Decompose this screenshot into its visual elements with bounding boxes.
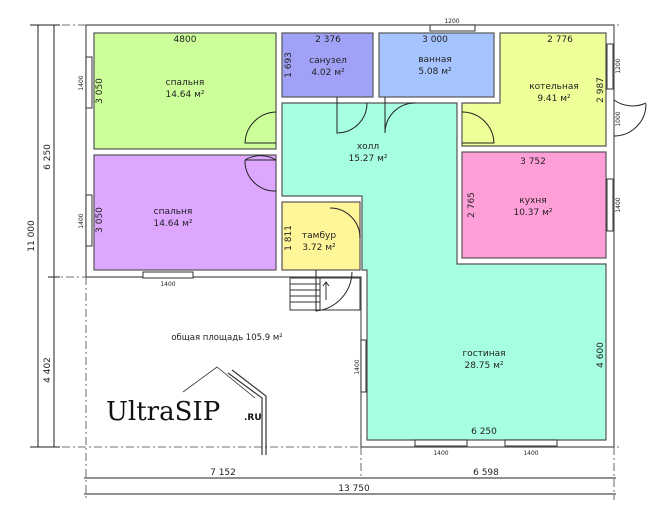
window-size: 1400 xyxy=(615,197,622,212)
room-bath[interactable] xyxy=(378,32,495,98)
room-area: 14.64 м² xyxy=(165,90,204,100)
windows xyxy=(85,24,614,447)
dimension-label: 3 050 xyxy=(95,78,105,104)
doors xyxy=(244,97,647,312)
window-size: 1400 xyxy=(78,213,85,228)
logo-text: UltraSIP xyxy=(106,397,220,427)
dimension-label: 3 752 xyxy=(520,157,546,167)
room-hall-living[interactable] xyxy=(281,102,607,441)
dimension-bottom-right: 6 598 xyxy=(473,468,499,478)
door-size: 1000 xyxy=(615,111,622,126)
room-boiler[interactable] xyxy=(461,32,607,147)
dimension-lines xyxy=(30,24,616,495)
dimension-label: 2 776 xyxy=(547,35,573,45)
room-label: котельная xyxy=(529,82,579,92)
window-size: 1200 xyxy=(444,18,459,25)
room-area: 9.41 м² xyxy=(537,94,571,104)
room-bedroom-1[interactable] xyxy=(93,32,277,150)
dimension-bottom-left: 7 152 xyxy=(210,468,236,478)
dimension-label: 4800 xyxy=(174,35,197,45)
room-area: 3.72 м² xyxy=(302,243,336,253)
dimension-label: 6 250 xyxy=(471,427,497,437)
room-label: холл xyxy=(357,142,379,152)
room-area: 15.27 м² xyxy=(348,154,387,164)
dimension-label: 3 050 xyxy=(95,207,105,233)
dimension-label: 1 693 xyxy=(284,52,294,78)
total-area: общая площадь 105.9 м² xyxy=(171,333,282,343)
room-label: спальня xyxy=(166,78,205,88)
room-area: 4.02 м² xyxy=(311,68,345,78)
room-label: санузел xyxy=(309,56,347,66)
window-size: 1200 xyxy=(615,58,622,73)
dimension-label: 1 811 xyxy=(284,225,294,251)
room-label: ванная xyxy=(418,55,452,65)
room-bedroom-2[interactable] xyxy=(93,154,277,271)
dimension-label: 2 765 xyxy=(467,192,477,218)
dimension-left-total: 11 000 xyxy=(27,220,37,252)
room-area: 28.75 м² xyxy=(464,361,503,371)
logo-suffix: .RU xyxy=(244,413,262,423)
ultrasip-logo: UltraSIP .RU xyxy=(106,366,267,455)
window-size: 1400 xyxy=(160,281,175,288)
dimension-label: 2 987 xyxy=(596,77,606,103)
room-label: спальня xyxy=(154,207,193,217)
room-area: 5.08 м² xyxy=(418,67,452,77)
window-size: 1400 xyxy=(354,359,361,374)
dimension-label: 4 600 xyxy=(596,342,606,368)
dimension-left-upper: 6 250 xyxy=(43,144,53,170)
room-area: 10.37 м² xyxy=(513,208,552,218)
dimension-label: 3 000 xyxy=(422,35,448,45)
window-size: 1400 xyxy=(78,75,85,90)
room-label: тамбур xyxy=(302,231,336,241)
window-size: 1400 xyxy=(433,450,448,457)
room-area: 14.64 м² xyxy=(153,219,192,229)
room-bathroom-wc[interactable] xyxy=(281,32,374,98)
room-label: гостиная xyxy=(462,349,505,359)
dimension-label: 2 376 xyxy=(315,35,341,45)
outer-wall xyxy=(85,24,615,448)
stairs xyxy=(289,277,361,311)
room-kitchen[interactable] xyxy=(461,151,607,259)
room-label: кухня xyxy=(519,196,546,206)
dimension-left-lower: 4 402 xyxy=(43,357,53,383)
dimension-bottom-total: 13 750 xyxy=(338,484,370,494)
window-size: 1400 xyxy=(523,450,538,457)
